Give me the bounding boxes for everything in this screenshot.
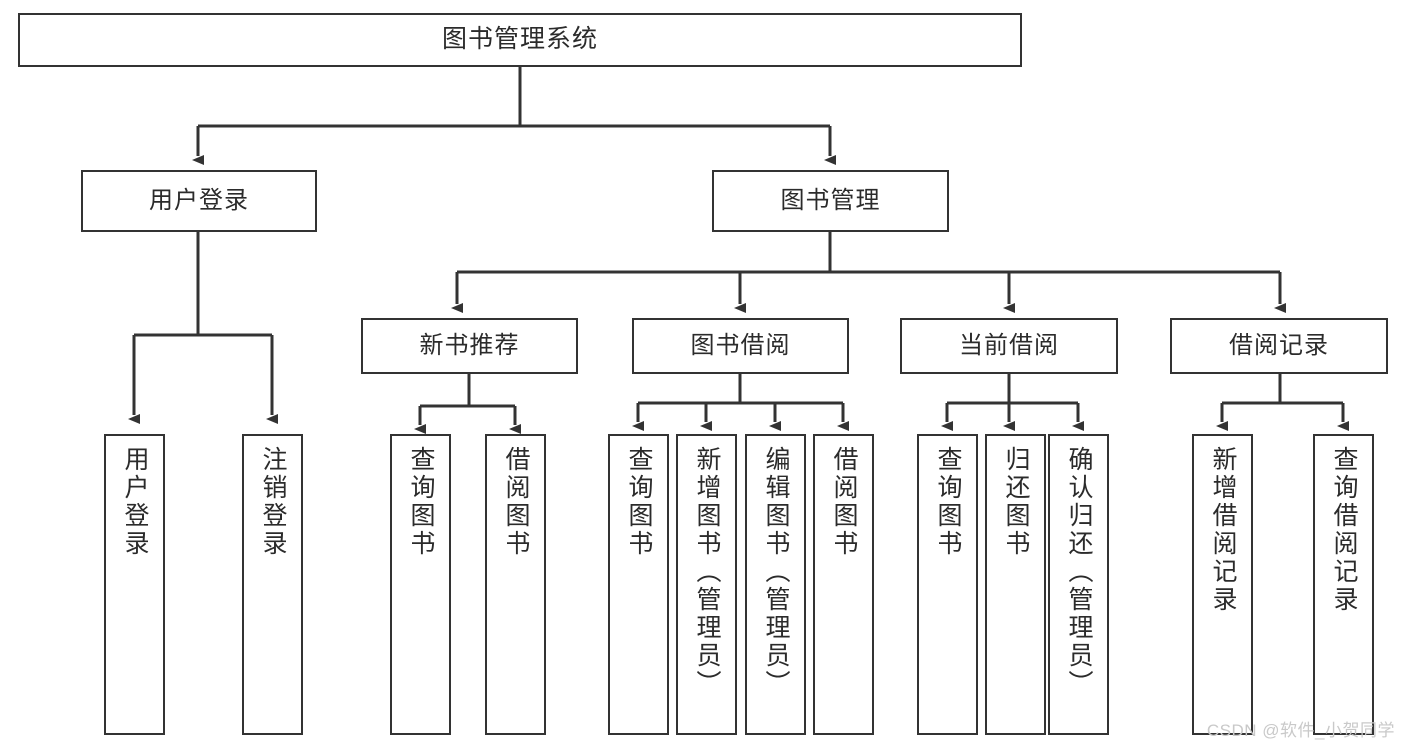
- node-label: 查询图书: [407, 446, 435, 558]
- leaf-borrow-query-book[interactable]: 查询图书: [608, 434, 669, 735]
- leaf-user-login-logout[interactable]: 注销登录: [242, 434, 303, 735]
- node-label: 编辑图书（管理员）: [762, 446, 790, 698]
- node-current-borrowing[interactable]: 当前借阅: [900, 318, 1118, 374]
- node-label: 查询图书: [934, 446, 962, 558]
- node-label: 用户登录: [121, 446, 149, 558]
- node-book-management[interactable]: 图书管理: [712, 170, 949, 232]
- node-label: 图书管理系统: [441, 25, 598, 54]
- leaf-borrow-edit-book-admin[interactable]: 编辑图书（管理员）: [745, 434, 806, 735]
- node-root-book-management-system[interactable]: 图书管理系统: [18, 13, 1022, 67]
- node-label: 用户登录: [149, 186, 249, 214]
- csdn-watermark: CSDN @软件_小贺同学: [1206, 721, 1395, 740]
- node-label: 新增图书（管理员）: [693, 446, 721, 698]
- node-label: 新增借阅记录: [1209, 446, 1237, 614]
- leaf-record-query-record[interactable]: 查询借阅记录: [1313, 434, 1374, 735]
- node-borrowing-record[interactable]: 借阅记录: [1170, 318, 1388, 374]
- node-label: 新书推荐: [419, 331, 520, 359]
- leaf-current-confirm-return-admin[interactable]: 确认归还（管理员）: [1048, 434, 1109, 735]
- leaf-recommend-borrow-book[interactable]: 借阅图书: [485, 434, 546, 735]
- node-label: 图书借阅: [690, 331, 791, 359]
- node-label: 确认归还（管理员）: [1065, 446, 1093, 698]
- node-label: 借阅图书: [502, 446, 530, 558]
- leaf-record-add-record[interactable]: 新增借阅记录: [1192, 434, 1253, 735]
- node-label: 借阅图书: [830, 446, 858, 558]
- node-label: 当前借阅: [959, 331, 1059, 359]
- leaf-recommend-query-book[interactable]: 查询图书: [390, 434, 451, 735]
- node-label: 查询借阅记录: [1330, 446, 1358, 614]
- node-label: 归还图书: [1002, 446, 1030, 558]
- leaf-user-login-login[interactable]: 用户登录: [104, 434, 165, 735]
- node-book-borrowing[interactable]: 图书借阅: [632, 318, 849, 374]
- node-label: 借阅记录: [1229, 331, 1329, 359]
- node-label: 图书管理: [780, 186, 881, 214]
- leaf-current-query-book[interactable]: 查询图书: [917, 434, 978, 735]
- node-user-login[interactable]: 用户登录: [81, 170, 317, 232]
- leaf-current-return-book[interactable]: 归还图书: [985, 434, 1046, 735]
- node-label: 注销登录: [259, 446, 287, 558]
- leaf-borrow-borrow-book[interactable]: 借阅图书: [813, 434, 874, 735]
- leaf-borrow-add-book-admin[interactable]: 新增图书（管理员）: [676, 434, 737, 735]
- node-label: 查询图书: [625, 446, 653, 558]
- node-new-book-recommendation[interactable]: 新书推荐: [361, 318, 578, 374]
